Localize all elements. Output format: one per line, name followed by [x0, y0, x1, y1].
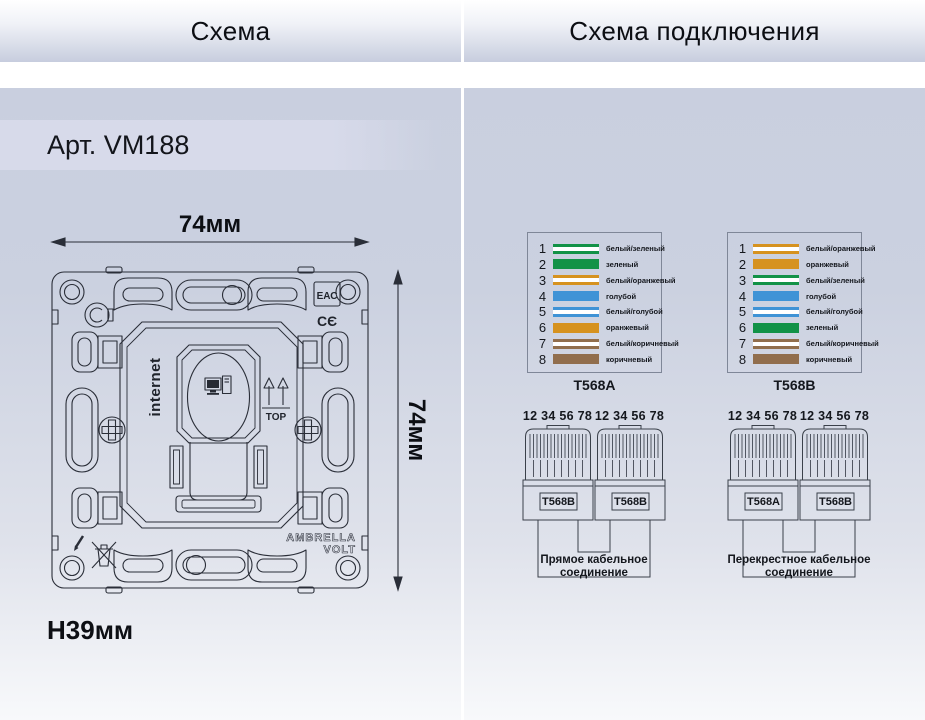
- no-dispose-icon: [91, 541, 117, 569]
- pin-numbers-label: 12 34 56 78: [800, 409, 869, 423]
- height-dimension-label: 74мм: [403, 399, 430, 461]
- connector-label-box: [611, 492, 650, 511]
- connector-label-box: [816, 492, 855, 511]
- wire-color-bar: [553, 259, 599, 270]
- mounting-frame: ЕАС CЄ: [51, 266, 369, 594]
- brand-mark: AMBRELLA VOLT: [286, 532, 356, 557]
- left-side-clips: [65, 331, 123, 529]
- article-number: Арт. VM188: [47, 129, 190, 160]
- scheme-panel-title: Схема: [190, 15, 271, 46]
- connector-label-box: [539, 492, 578, 511]
- wire-color-bar: [553, 322, 599, 333]
- t568a-caption: T568A: [573, 377, 616, 393]
- depth-dimension-label: H39мм: [47, 615, 134, 645]
- wire-color-bar: [553, 338, 599, 349]
- wire-color-bar: [553, 306, 599, 317]
- pin-numbers-label: 12 34 56 78: [595, 409, 664, 423]
- bottom-mounting-slots: [113, 549, 307, 583]
- wire-color-bar: [553, 291, 599, 302]
- cable-link-lines: [537, 520, 651, 578]
- clip-lever: [169, 442, 268, 513]
- wire-color-bar: [753, 243, 799, 254]
- top-orientation-mark: TOP: [262, 377, 290, 423]
- diagram-caption: Перекрестное кабельное: [727, 554, 870, 566]
- eac-mark: ЕАС: [313, 281, 341, 307]
- connection-panel-header: Схема подключения: [464, 0, 925, 62]
- svg-text:ЕАС: ЕАС: [317, 291, 338, 302]
- height-dimension: 74мм: [393, 269, 430, 592]
- diagram-caption: соединение: [560, 567, 628, 579]
- article-band: Арт. VM188: [0, 120, 461, 170]
- diagram-caption: соединение: [765, 567, 833, 579]
- claw-symbol: [84, 302, 114, 328]
- left-screw: [98, 416, 126, 444]
- top-mounting-slots: [113, 277, 307, 311]
- wire-color-bar: [753, 259, 799, 270]
- scheme-panel-header: Схема: [0, 0, 461, 62]
- wire-color-bar: [553, 354, 599, 365]
- connection-panel-title: Схема подключения: [569, 15, 820, 46]
- wire-color-bar: [553, 275, 599, 286]
- computer-icon: [204, 375, 232, 395]
- pin-numbers-label: 12 34 56 78: [523, 409, 592, 423]
- right-screw: [294, 416, 322, 444]
- connector-standard-label: T568B: [614, 496, 647, 508]
- width-dimension: 74мм: [50, 211, 370, 247]
- wire-color-bar: [753, 306, 799, 317]
- connector-label-box: [744, 492, 783, 511]
- width-dimension-label: 74мм: [179, 211, 241, 238]
- wire-color-bar: [753, 338, 799, 349]
- scheme-panel-body: Арт. VM188 74мм 74мм: [0, 88, 461, 720]
- right-side-clips: [297, 331, 355, 529]
- internet-label: internet: [147, 357, 164, 416]
- pin-numbers-label: 12 34 56 78: [728, 409, 797, 423]
- connector-standard-label: T568B: [542, 496, 575, 508]
- wire-color-bar: [753, 275, 799, 286]
- crossover-cable-diagram: 12 34 56 78 12 34 56 78 T568A T568B Пере…: [727, 409, 870, 579]
- wire-color-bar: [753, 354, 799, 365]
- wire-color-bar: [753, 322, 799, 333]
- connector-standard-label: T568A: [747, 496, 780, 508]
- pencil-icon: [74, 535, 85, 551]
- wire-color-bar: [553, 243, 599, 254]
- scheme-panel: Схема Арт. VM188 74мм 74мм: [0, 0, 461, 720]
- cable-link-lines: [742, 520, 856, 578]
- wire-color-bar: [753, 291, 799, 302]
- connector-standard-label: T568B: [819, 496, 852, 508]
- svg-text:AMBRELLA: AMBRELLA: [286, 532, 356, 544]
- ce-mark: CЄ: [317, 313, 337, 329]
- straight-cable-diagram: 12 34 56 78 12 34 56 78 T568B T568B Прям…: [522, 409, 666, 579]
- svg-text:TOP: TOP: [266, 412, 287, 423]
- t568b-caption: T568B: [773, 377, 816, 393]
- svg-text:VOLT: VOLT: [323, 544, 356, 556]
- mechanism-technical-drawing: 74мм 74мм: [50, 211, 430, 594]
- diagram-caption: Прямое кабельное: [540, 554, 647, 566]
- central-plate: [119, 321, 304, 529]
